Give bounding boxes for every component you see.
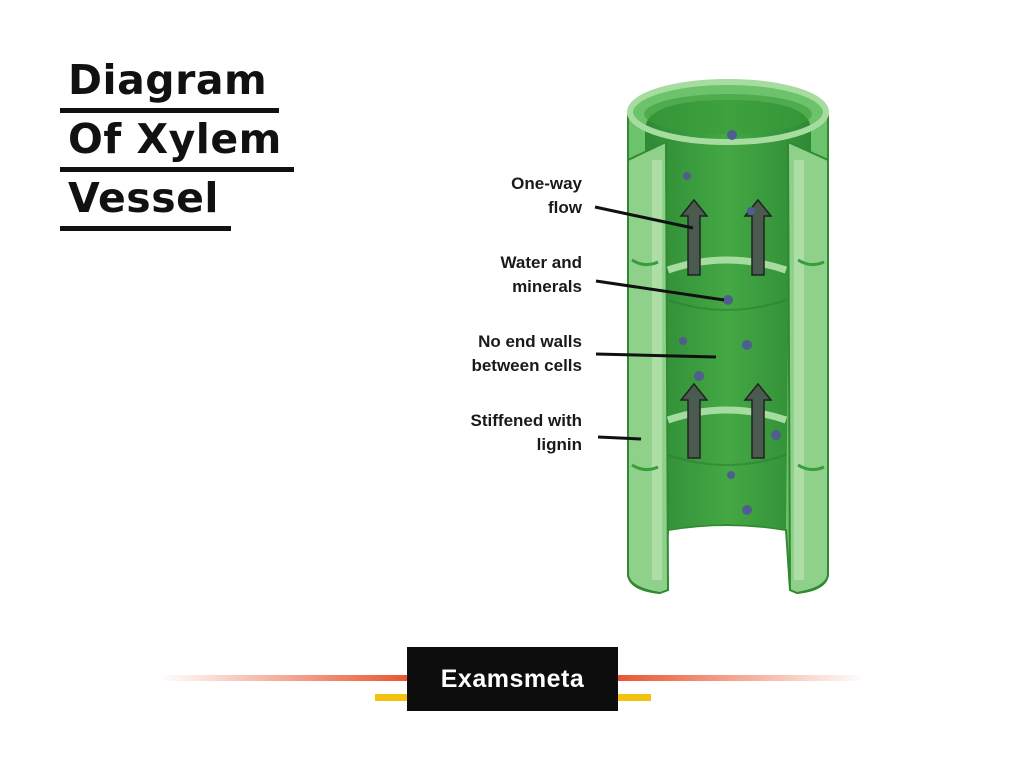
vessel-lumen [645,100,811,530]
leader-no-end-walls [595,352,717,359]
title-line-2: Of Xylem [60,117,294,172]
label-no-end-walls-line2: between cells [471,356,582,375]
leader-one-way-flow [594,205,694,230]
leader-lignin [597,435,642,441]
flow-arrow-lower-right [743,382,773,459]
label-water-minerals: Water and minerals [392,251,582,299]
title-line-1: Diagram [60,58,280,113]
title-line-3: Vessel [60,176,231,231]
label-water-minerals-line2: minerals [512,277,582,296]
label-stiffened-lignin: Stiffened with lignin [392,409,582,457]
label-water-minerals-line1: Water and [500,253,582,272]
band-upper [666,256,788,274]
label-one-way-flow: One-way flow [392,172,582,220]
footer-line-right [615,675,865,681]
label-one-way-flow-line2: flow [548,198,582,217]
label-no-end-walls: No end walls between cells [392,330,582,378]
flow-arrow-lower-left [679,382,709,459]
brand-name: Examsmeta [440,664,585,693]
label-stiffened-lignin-line2: lignin [536,435,582,454]
diagram-title: Diagram Of Xylem Vessel [60,58,300,235]
vessel-top-rim [627,79,829,145]
label-no-end-walls-line1: No end walls [478,332,582,351]
leader-water-minerals [595,279,725,302]
footer-line-left [160,675,410,681]
water-mineral-particles [679,130,781,515]
band-lower [666,406,788,424]
label-stiffened-lignin-line1: Stiffened with [470,411,582,430]
brand-badge: Examsmeta [407,647,618,711]
flow-arrow-upper-right [743,198,773,276]
label-one-way-flow-line1: One-way [511,174,582,193]
flow-arrow-upper-left [679,198,709,276]
